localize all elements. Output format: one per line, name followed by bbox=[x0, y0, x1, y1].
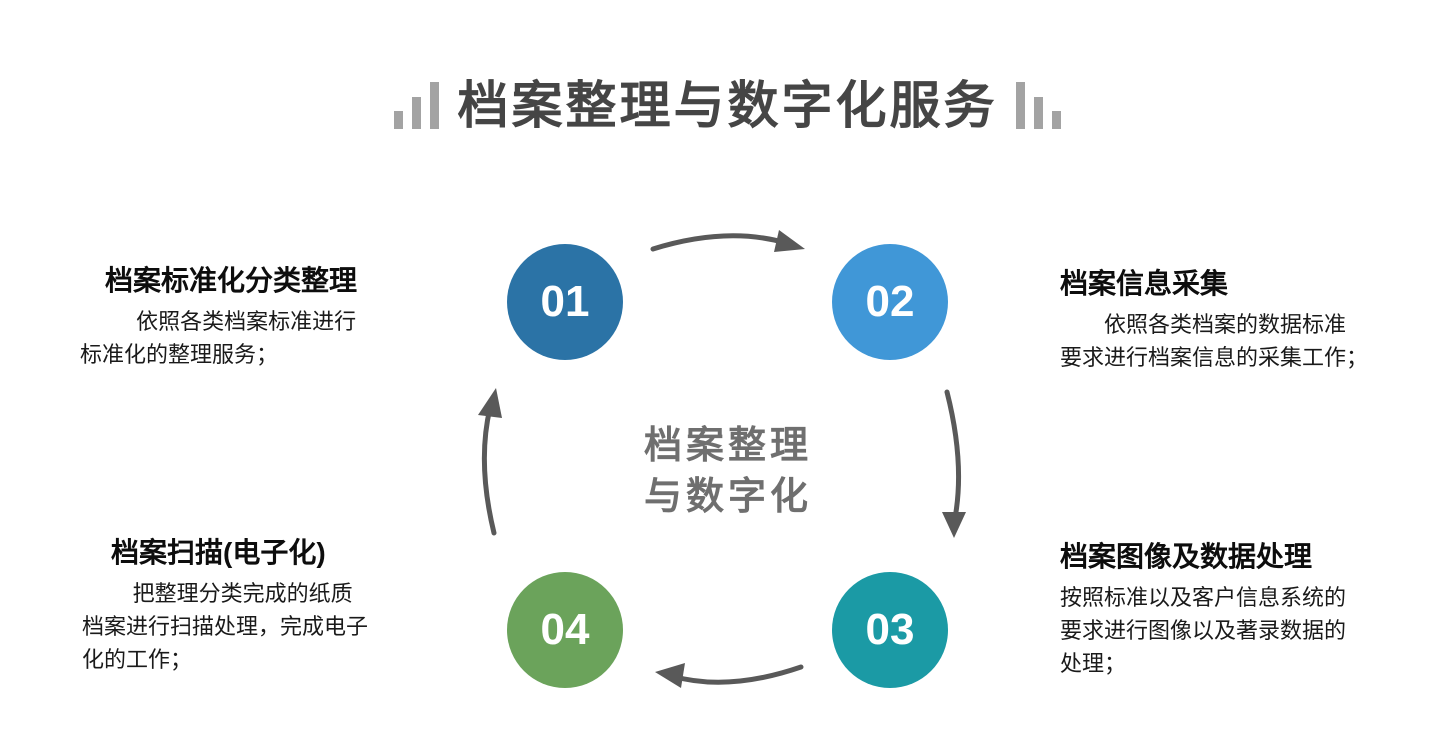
cycle-arrow-bottom bbox=[655, 663, 804, 688]
bar-chart-descending-icon bbox=[1015, 82, 1061, 130]
step-heading: 档案扫描(电子化) bbox=[111, 537, 326, 568]
cycle-center-label: 档案整理 与数字化 bbox=[643, 425, 812, 518]
page-title: 档案整理与数字化服务 bbox=[457, 77, 998, 134]
step-number: 04 bbox=[540, 605, 590, 654]
step-block-02: 档案信息采集 依照各类档案的数据标准 要求进行档案信息的采集工作； bbox=[1060, 265, 1410, 374]
step-number: 02 bbox=[865, 277, 915, 326]
step-block-03: 档案图像及数据处理 按照标准以及客户信息系统的 要求进行图像以及著录数据的 处理… bbox=[1060, 538, 1410, 680]
step-block-01: 档案标准化分类整理 依照各类档案标准进行 标准化的整理服务； bbox=[80, 262, 420, 371]
step-description: 依照各类档案标准进行 标准化的整理服务； bbox=[80, 309, 357, 367]
cycle-arrow-top bbox=[650, 230, 805, 252]
step-description: 把整理分类完成的纸质 档案进行扫描处理，完成电子 化的工作； bbox=[82, 581, 369, 672]
step-number: 01 bbox=[540, 277, 590, 326]
step-circle-03: 03 bbox=[832, 572, 948, 688]
step-circle-02: 02 bbox=[832, 244, 948, 360]
step-circle-01: 01 bbox=[507, 244, 623, 360]
step-circle-04: 04 bbox=[507, 572, 623, 688]
step-block-04: 档案扫描(电子化) 把整理分类完成的纸质 档案进行扫描处理，完成电子 化的工作； bbox=[82, 534, 427, 676]
step-heading: 档案图像及数据处理 bbox=[1060, 541, 1313, 572]
bar-chart-ascending-icon bbox=[394, 82, 440, 130]
header: 档案整理与数字化服务 bbox=[0, 77, 1455, 134]
step-description: 依照各类档案的数据标准 要求进行档案信息的采集工作； bbox=[1060, 312, 1369, 370]
step-heading: 档案标准化分类整理 bbox=[105, 265, 358, 296]
step-number: 03 bbox=[865, 605, 915, 654]
step-description: 按照标准以及客户信息系统的 要求进行图像以及著录数据的 处理； bbox=[1060, 585, 1347, 676]
step-heading: 档案信息采集 bbox=[1060, 268, 1229, 299]
